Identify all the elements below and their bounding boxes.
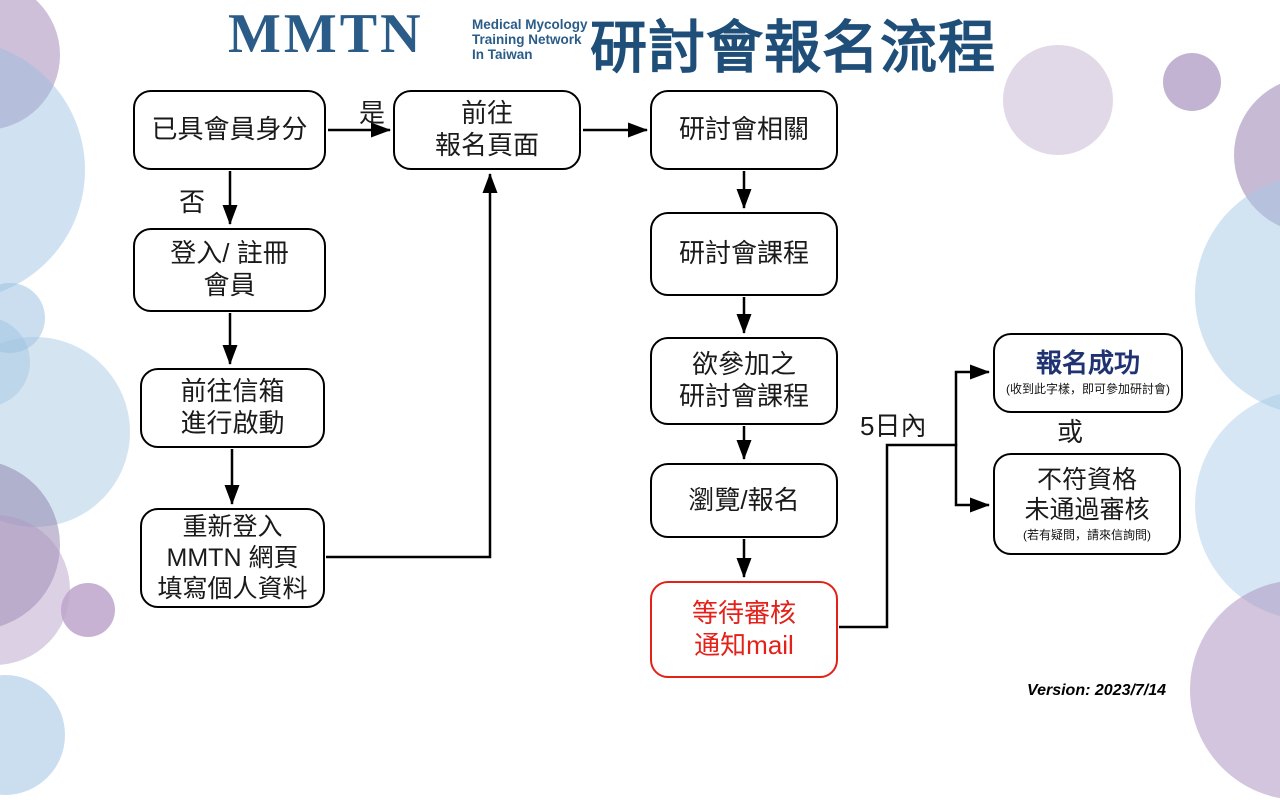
node-text: MMTN 網頁 [166, 543, 299, 572]
node-text: 報名頁面 [434, 130, 539, 160]
flow-arrows [222, 122, 991, 629]
node-seminar-courses: 研討會課程 [650, 212, 838, 296]
node-note: (收到此字樣，即可參加研討會) [1006, 382, 1170, 397]
node-goto-registration-page: 前往 報名頁面 [393, 90, 581, 170]
node-seminar-related: 研討會相關 [650, 90, 838, 170]
node-text: 研討會課程 [678, 381, 809, 411]
node-text: 未通過審核 [1024, 496, 1150, 525]
node-text: 已具會員身分 [151, 114, 308, 145]
node-registration-success: 報名成功 (收到此字樣，即可參加研討會) [993, 333, 1183, 413]
node-member-check: 已具會員身分 [133, 90, 326, 170]
edge-label-or: 或 [1056, 417, 1083, 447]
node-text: 會員 [203, 270, 256, 300]
node-text: 瀏覽/報名 [688, 484, 800, 515]
node-text: 研討會課程 [678, 238, 809, 269]
node-text: 登入/ 註冊 [170, 238, 289, 269]
node-text: 進行啟動 [180, 408, 285, 438]
node-browse-register: 瀏覽/報名 [650, 463, 838, 538]
tagline-line: In Taiwan [472, 47, 533, 63]
node-login-register: 登入/ 註冊 會員 [133, 228, 326, 312]
node-text: 等待審核 [691, 597, 796, 628]
edge-label-yes: 是 [358, 98, 385, 128]
mmtn-logo-tagline: Medical Mycology Training Network In Tai… [472, 17, 588, 62]
node-text: 不符資格 [1036, 465, 1137, 494]
node-text: 報名成功 [1035, 348, 1140, 379]
version-text: Version: 2023/7/14 [1027, 682, 1167, 699]
node-relogin-fill-profile: 重新登入 MMTN 網頁 填寫個人資料 [140, 508, 325, 608]
background-circle [1003, 45, 1113, 155]
node-text: 通知mail [694, 629, 794, 660]
background-circle [1163, 53, 1221, 111]
node-mailbox-activation: 前往信箱 進行啟動 [140, 368, 325, 448]
page-title: 研討會報名流程 [590, 16, 996, 80]
node-desired-seminar-courses: 欲參加之 研討會課程 [650, 337, 838, 425]
mmtn-logo: MMTN [228, 3, 424, 65]
node-text: 重新登入 [182, 512, 283, 541]
node-text: 欲參加之 [691, 349, 796, 380]
node-text: 填寫個人資料 [157, 574, 308, 603]
tagline-line: Training Network [472, 32, 582, 48]
node-not-qualified: 不符資格 未通過審核 (若有疑問，請來信詢問) [993, 453, 1181, 555]
background-circle [61, 583, 115, 637]
edge-label-within-5-days: 5日內 [860, 411, 927, 441]
tagline-line: Medical Mycology [472, 17, 588, 32]
node-text: 前往信箱 [180, 376, 285, 407]
node-wait-review-mail: 等待審核 通知mail [650, 581, 838, 678]
node-text: 前往 [460, 98, 513, 129]
node-note: (若有疑問，請來信詢問) [1023, 527, 1151, 542]
node-text: 研討會相關 [678, 114, 809, 145]
edge-label-no: 否 [178, 187, 205, 217]
